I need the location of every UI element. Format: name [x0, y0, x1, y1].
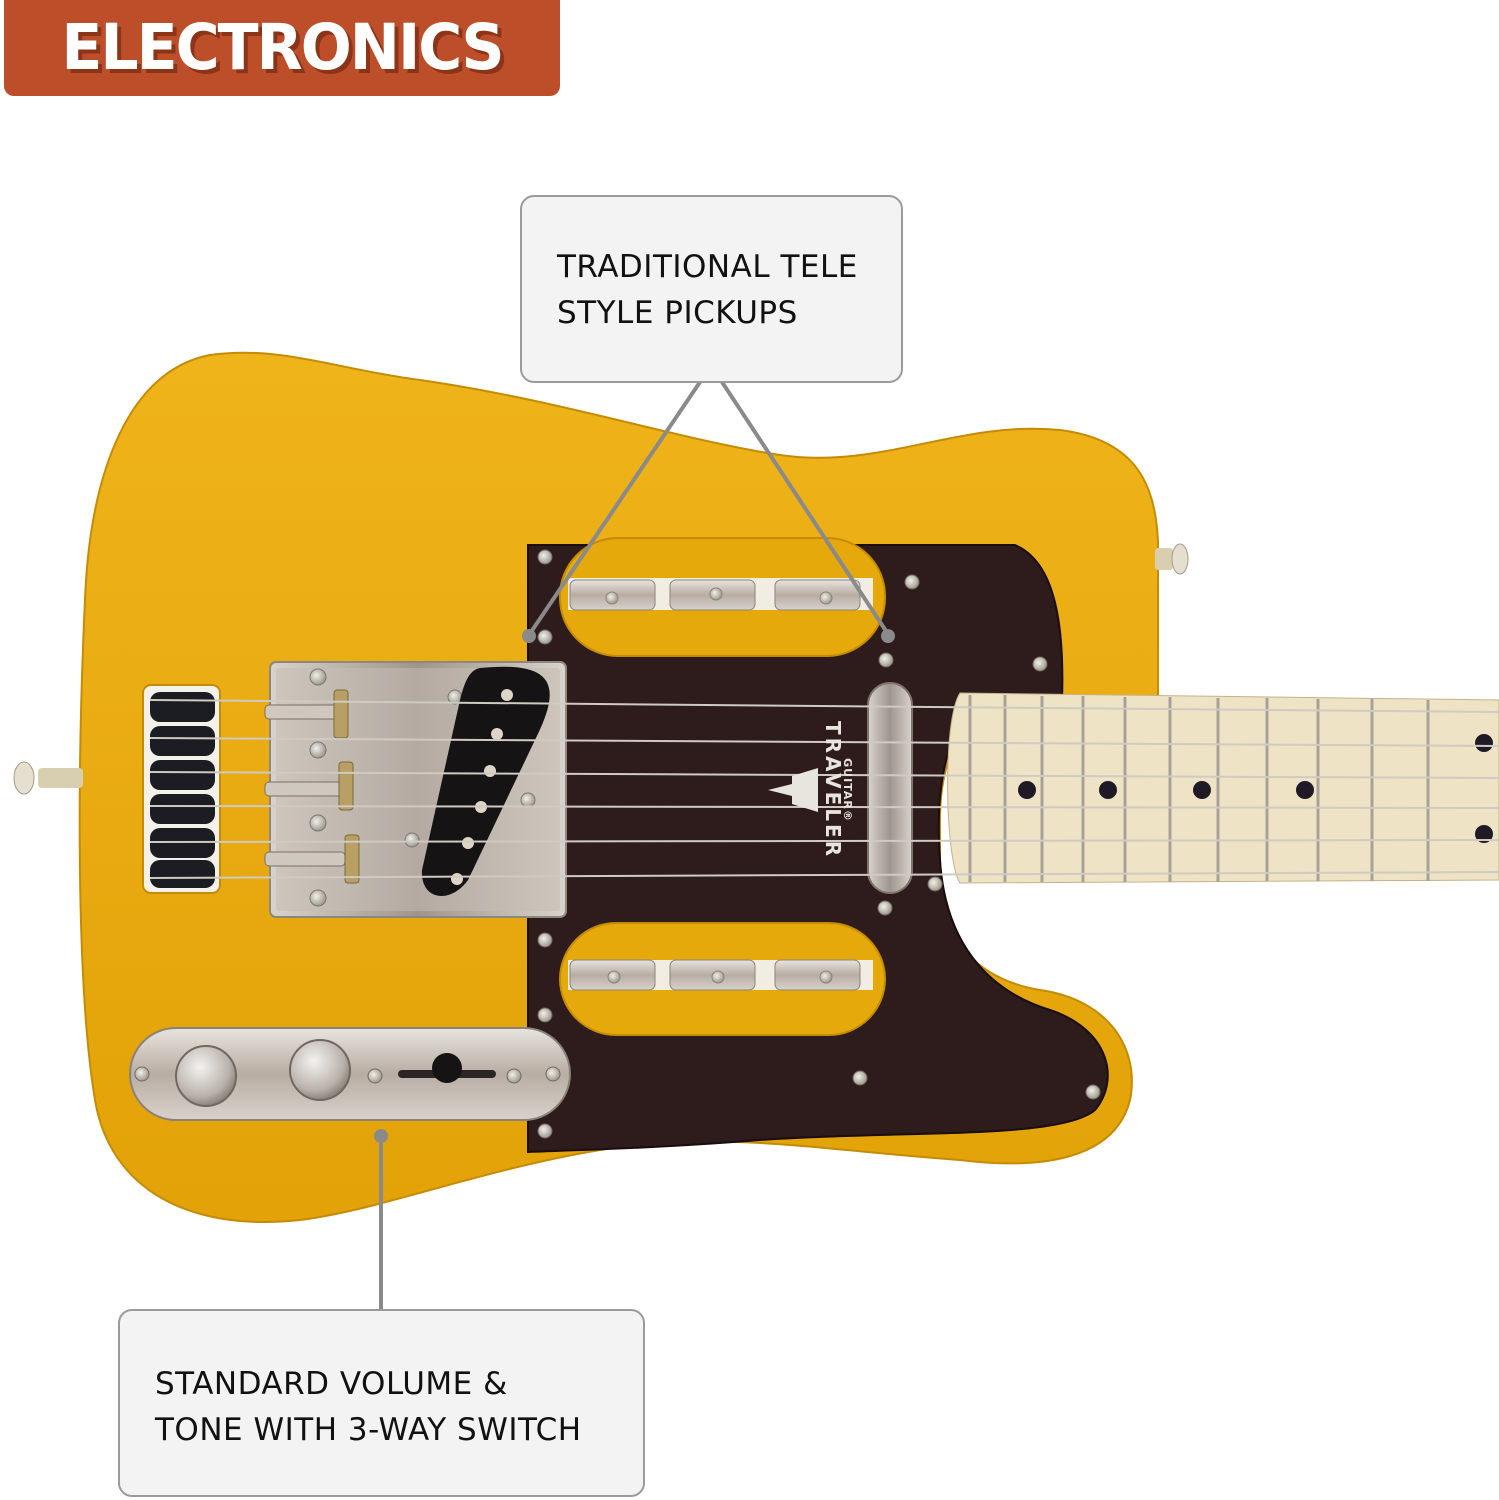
- pickguard-screws: [537, 549, 1101, 1139]
- bridge-screws: [309, 668, 536, 907]
- tuners-top: [569, 579, 861, 611]
- leader-endpoints: [374, 629, 895, 1143]
- callout-controls-line-1: STANDARD VOLUME &: [155, 1366, 508, 1402]
- strings: [149, 699, 1499, 879]
- callout-leader-lines: [379, 380, 890, 1309]
- callout-pickups-line-2: STYLE PICKUPS: [557, 295, 798, 331]
- neck-pickup: [867, 682, 913, 894]
- three-way-switch: [432, 1053, 462, 1083]
- callout-pickups: TRADITIONAL TELE STYLE PICKUPS: [520, 195, 903, 383]
- brand-line-2: GUITAR®: [841, 758, 854, 822]
- volume-knob: [175, 1045, 237, 1107]
- callout-controls-line-2: TONE WITH 3-WAY SWITCH: [155, 1412, 582, 1448]
- strap-button-left: [13, 761, 83, 795]
- strap-button-right: [1155, 543, 1189, 575]
- control-plate: [129, 1027, 571, 1121]
- tuners-bottom: [569, 959, 861, 991]
- frets: [968, 695, 1430, 882]
- section-title: ELECTRONICS: [61, 11, 504, 85]
- callout-pickups-line-1: TRADITIONAL TELE: [557, 249, 858, 285]
- bridge-saddles: [264, 689, 360, 884]
- traveler-logo-icon: TRAVELER GUITAR®: [768, 721, 854, 859]
- brand-line-1: TRAVELER: [821, 721, 845, 859]
- fretboard: [947, 692, 1499, 884]
- fret-markers: [1018, 734, 1493, 843]
- section-banner: ELECTRONICS: [4, 0, 560, 96]
- callout-controls: STANDARD VOLUME & TONE WITH 3-WAY SWITCH: [118, 1309, 645, 1497]
- tone-knob: [289, 1039, 351, 1101]
